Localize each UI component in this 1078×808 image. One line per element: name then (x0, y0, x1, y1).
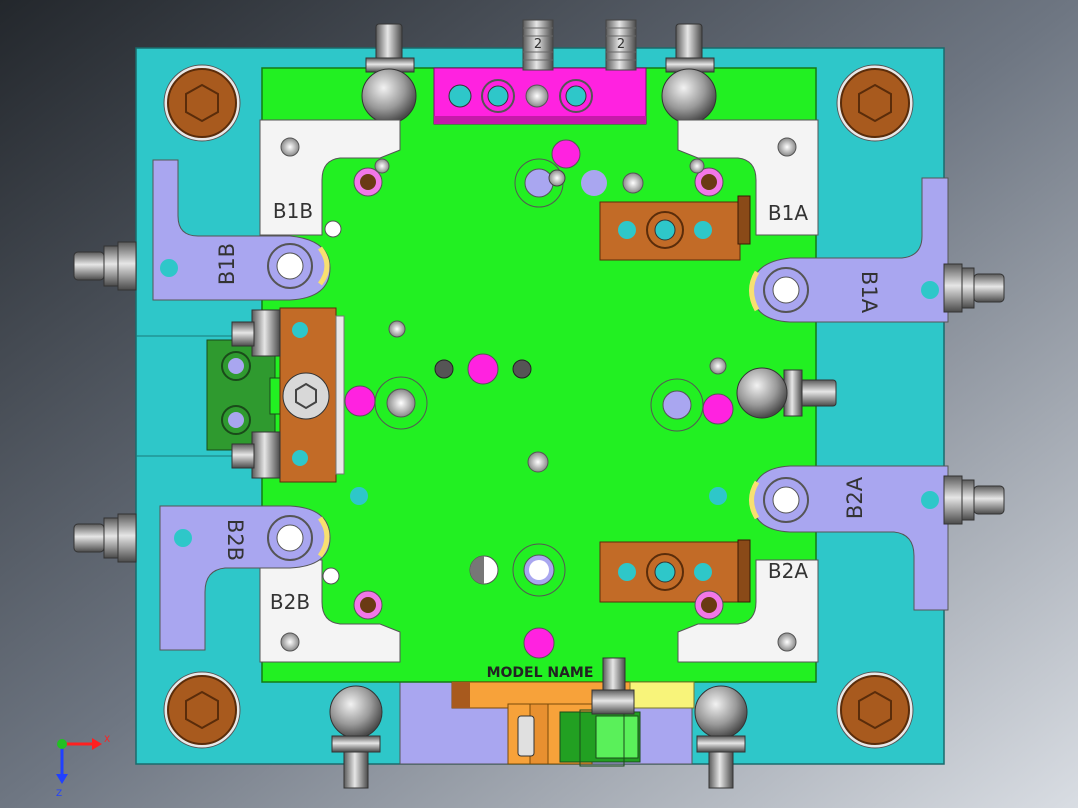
axis-z-label: Z (56, 789, 62, 799)
thumb-screw-icon (73, 513, 137, 563)
ball-plunger-icon (361, 23, 417, 124)
hex-socket-bolt-icon (163, 671, 241, 749)
bottom-orange-bar-end (452, 682, 470, 708)
hex-socket-bolt-icon (836, 671, 914, 749)
clamp-arm-b1a (751, 177, 949, 323)
connector-ring (559, 79, 593, 113)
top-connector-block-edge (434, 116, 646, 124)
hex-socket-bolt-icon (282, 372, 330, 420)
clamp-hole (174, 529, 192, 547)
ball-plunger-icon (736, 367, 837, 419)
clamp-hole (921, 491, 939, 509)
hex-nut (231, 431, 281, 479)
center-features (322, 139, 734, 659)
thumb-screw-icon (943, 263, 1005, 313)
label-b1a-arm: B1A (857, 271, 881, 314)
pusher-hole (292, 322, 308, 338)
clamp-pivot-hole (276, 252, 304, 280)
bronze-washer (353, 167, 383, 197)
bottom-yellow-bar (629, 681, 695, 709)
axis-triad-icon: X Z (56, 735, 110, 799)
model-name-label: MODEL NAME (487, 665, 594, 681)
bronze-washer (694, 590, 724, 620)
connector-ring (481, 79, 515, 113)
ball-plunger-icon (329, 685, 383, 789)
side-block-ring (221, 405, 251, 435)
pusher-block-b1a (599, 195, 751, 261)
left-pusher-plate (335, 315, 345, 475)
clamp-pivot-hole (276, 524, 304, 552)
label-b2a-block: B2A (768, 559, 808, 583)
hex-nut (231, 309, 281, 357)
clamp-arm-b2a (751, 465, 949, 611)
label-b1b-block: B1B (273, 199, 313, 223)
small-screw (374, 158, 390, 174)
connector-hole (448, 84, 472, 108)
pusher-hole (292, 450, 308, 466)
screw-head (280, 137, 300, 157)
threaded-pin-icon: 2 (522, 19, 554, 71)
connector-hole (565, 85, 587, 107)
side-block-hole (228, 358, 244, 374)
label-b1a-block: B1A (768, 201, 808, 225)
connector-hole (487, 85, 509, 107)
screw-head (777, 137, 797, 157)
thumb-screw-icon (73, 241, 137, 291)
bronze-washer (694, 167, 724, 197)
pivot-edge (749, 270, 760, 312)
bottom-connector-face (595, 715, 639, 759)
clamp-hole (921, 281, 939, 299)
label-b2a-arm: B2A (843, 476, 867, 519)
label-b2b-arm: B2B (223, 519, 247, 561)
pivot-edge (317, 516, 330, 558)
threaded-hole (525, 84, 549, 108)
pivot-edge (317, 246, 330, 286)
screw-head (777, 632, 797, 652)
axis-x-label: X (104, 735, 110, 745)
clamp-hole (160, 259, 178, 277)
label-b1b-arm: B1B (215, 243, 239, 285)
clamp-pivot-ring (267, 243, 313, 289)
label-b2b-block: B2B (270, 590, 310, 614)
pivot-edge (749, 480, 760, 520)
clamp-pivot-ring (763, 477, 809, 523)
clamp-pivot-ring (267, 515, 313, 561)
clamp-pivot-hole (772, 276, 800, 304)
hex-socket-bolt-icon (836, 64, 914, 142)
threaded-pin-icon (591, 657, 635, 715)
bottom-pin (517, 715, 535, 757)
small-screw (689, 158, 705, 174)
ball-plunger-icon (694, 685, 748, 789)
pusher-block-b2a (599, 539, 751, 603)
screw-head (280, 632, 300, 652)
side-block-ring (221, 351, 251, 381)
clamp-pivot-hole (772, 486, 800, 514)
thumb-screw-icon (943, 475, 1005, 525)
hex-socket-bolt-icon (163, 64, 241, 142)
pin-mark-label: 2 (534, 37, 542, 52)
pin-mark-label: 2 (617, 37, 625, 52)
bronze-washer (353, 590, 383, 620)
side-block-hole (228, 412, 244, 428)
clamp-pivot-ring (763, 267, 809, 313)
threaded-pin-icon: 2 (605, 19, 637, 71)
ball-plunger-icon (661, 23, 717, 124)
